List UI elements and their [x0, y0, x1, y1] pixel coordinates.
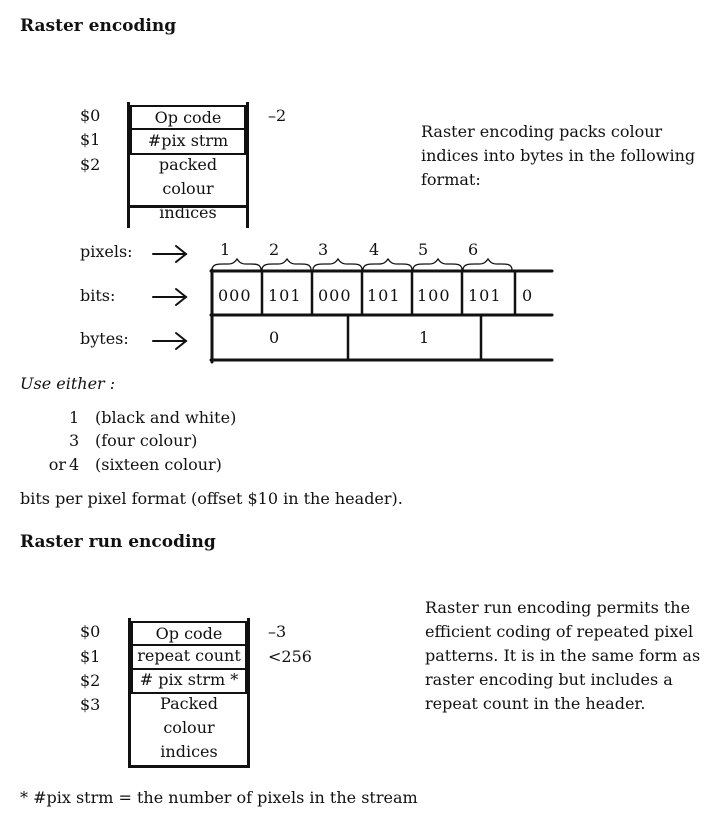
option-description: (sixteen colour) — [95, 455, 222, 474]
bit-group: 101 — [468, 286, 502, 305]
description-line: raster encoding but includes a — [425, 670, 673, 689]
bit-group: 000 — [218, 286, 252, 305]
row-label-pixels: pixels: — [80, 242, 133, 261]
opcode-value: –2 — [268, 106, 287, 125]
opcode-value: –3 — [268, 622, 287, 641]
option-description: (black and white) — [95, 408, 237, 427]
format-note: bits per pixel format (offset $10 in the… — [20, 489, 403, 508]
raster-encoding-description: Raster encoding packs colour indices int… — [421, 120, 695, 192]
row-label-bytes: bytes: — [80, 329, 129, 348]
field-repeat-count: repeat count — [131, 646, 247, 670]
byte-label: 0 — [269, 328, 280, 347]
field-indices: indices — [159, 203, 217, 222]
field-indices: indices — [160, 742, 218, 761]
description-line: repeat count in the header. — [425, 694, 646, 713]
raster-run-encoding-description: Raster run encoding permits the efficien… — [425, 596, 700, 716]
use-either-label: Use either : — [20, 374, 116, 393]
field-colour: colour — [162, 179, 214, 198]
offset-label: $1 — [80, 130, 101, 149]
option-description: (four colour) — [95, 431, 198, 450]
field-pix-strm: # pix strm * — [131, 670, 247, 694]
pixel-number: 1 — [220, 240, 231, 259]
footnote: * #pix strm = the number of pixels in th… — [20, 788, 418, 807]
bit-group: 000 — [318, 286, 352, 305]
description-line: format: — [421, 170, 481, 189]
bit-group: 0 — [522, 286, 533, 305]
description-line: efficient coding of repeated pixel — [425, 622, 694, 641]
field-colour: colour — [163, 718, 215, 737]
pixel-number: 5 — [418, 240, 429, 259]
offset-label: $0 — [80, 106, 101, 125]
option-prefix: or — [48, 455, 66, 474]
offset-label: $1 — [80, 647, 101, 666]
field-packed: Packed — [160, 694, 218, 713]
section-heading-raster-encoding: Raster encoding — [20, 16, 177, 36]
repeat-count-limit: <256 — [268, 647, 312, 666]
bit-group: 101 — [367, 286, 401, 305]
field-pix-strm: #pix strm — [130, 130, 246, 155]
description-line: patterns. It is in the same form as — [425, 646, 701, 665]
field-op-code: Op code — [131, 621, 247, 646]
arrow-right-icon — [152, 245, 188, 263]
option-bits-number: 3 — [69, 431, 80, 450]
record-structure-box: Op code #pix strm packed colour indices — [127, 102, 249, 228]
pixel-number: 4 — [369, 240, 380, 259]
description-line: indices into bytes in the following — [421, 146, 696, 165]
field-packed: packed — [158, 155, 218, 174]
field-op-code: Op code — [130, 105, 246, 130]
bit-group: 100 — [417, 286, 451, 305]
offset-label: $2 — [80, 155, 101, 174]
record-structure-box: Op code repeat count # pix strm * Packed… — [128, 618, 250, 768]
arrow-right-icon — [152, 288, 188, 306]
description-line: Raster encoding packs colour — [421, 122, 663, 141]
section-heading-raster-run-encoding: Raster run encoding — [20, 532, 216, 552]
byte-label: 1 — [419, 328, 430, 347]
pixel-number: 6 — [468, 240, 479, 259]
pixel-number: 3 — [318, 240, 329, 259]
offset-label: $0 — [80, 622, 101, 641]
option-bits-number: 1 — [69, 408, 80, 427]
option-bits-number: 4 — [69, 455, 80, 474]
description-line: Raster run encoding permits the — [425, 598, 691, 617]
row-label-bits: bits: — [80, 286, 116, 305]
bit-group: 101 — [268, 286, 302, 305]
offset-label: $2 — [80, 671, 101, 690]
pixel-number: 2 — [269, 240, 280, 259]
offset-label: $3 — [80, 695, 101, 714]
arrow-right-icon — [152, 332, 188, 350]
